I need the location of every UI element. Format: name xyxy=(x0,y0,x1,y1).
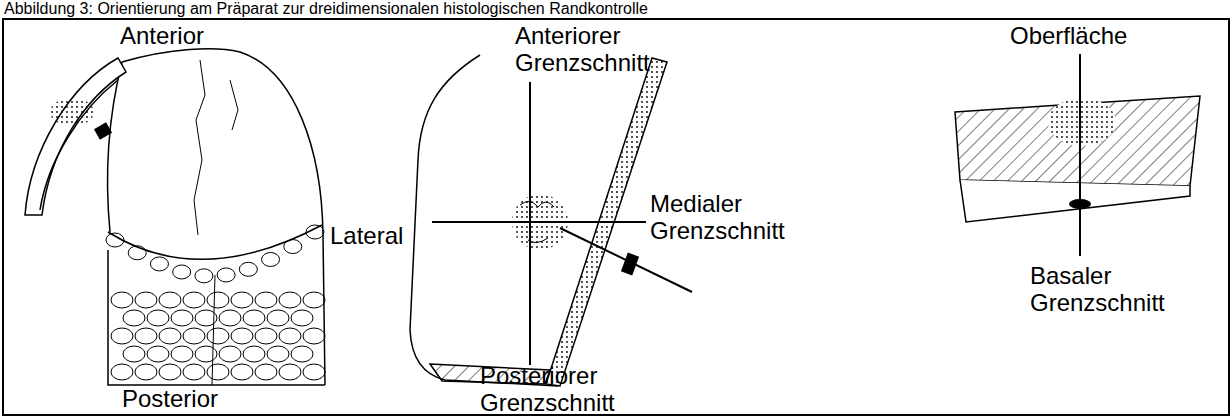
part-label: Posteriorer Grenzschnitt xyxy=(480,362,655,416)
frame xyxy=(3,19,1229,415)
part-label: Oberfläche xyxy=(1010,22,1210,49)
part-label: Lateral xyxy=(330,222,430,249)
part-label: Basaler Grenzschnitt xyxy=(1030,262,1205,316)
part-label: Anterior xyxy=(120,22,320,49)
part-label: Anteriorer Grenzschnitt xyxy=(515,22,685,76)
part-label: Posterior xyxy=(122,385,322,412)
specimen-top-view xyxy=(25,49,325,385)
figure-title: Abbildung 3: Orientierung am Präparat zu… xyxy=(4,0,648,18)
papillae xyxy=(106,225,325,380)
specimen-cross-section xyxy=(955,54,1200,256)
specimen-section-view xyxy=(410,55,692,386)
part-label: Medialer Grenzschnitt xyxy=(650,190,825,244)
